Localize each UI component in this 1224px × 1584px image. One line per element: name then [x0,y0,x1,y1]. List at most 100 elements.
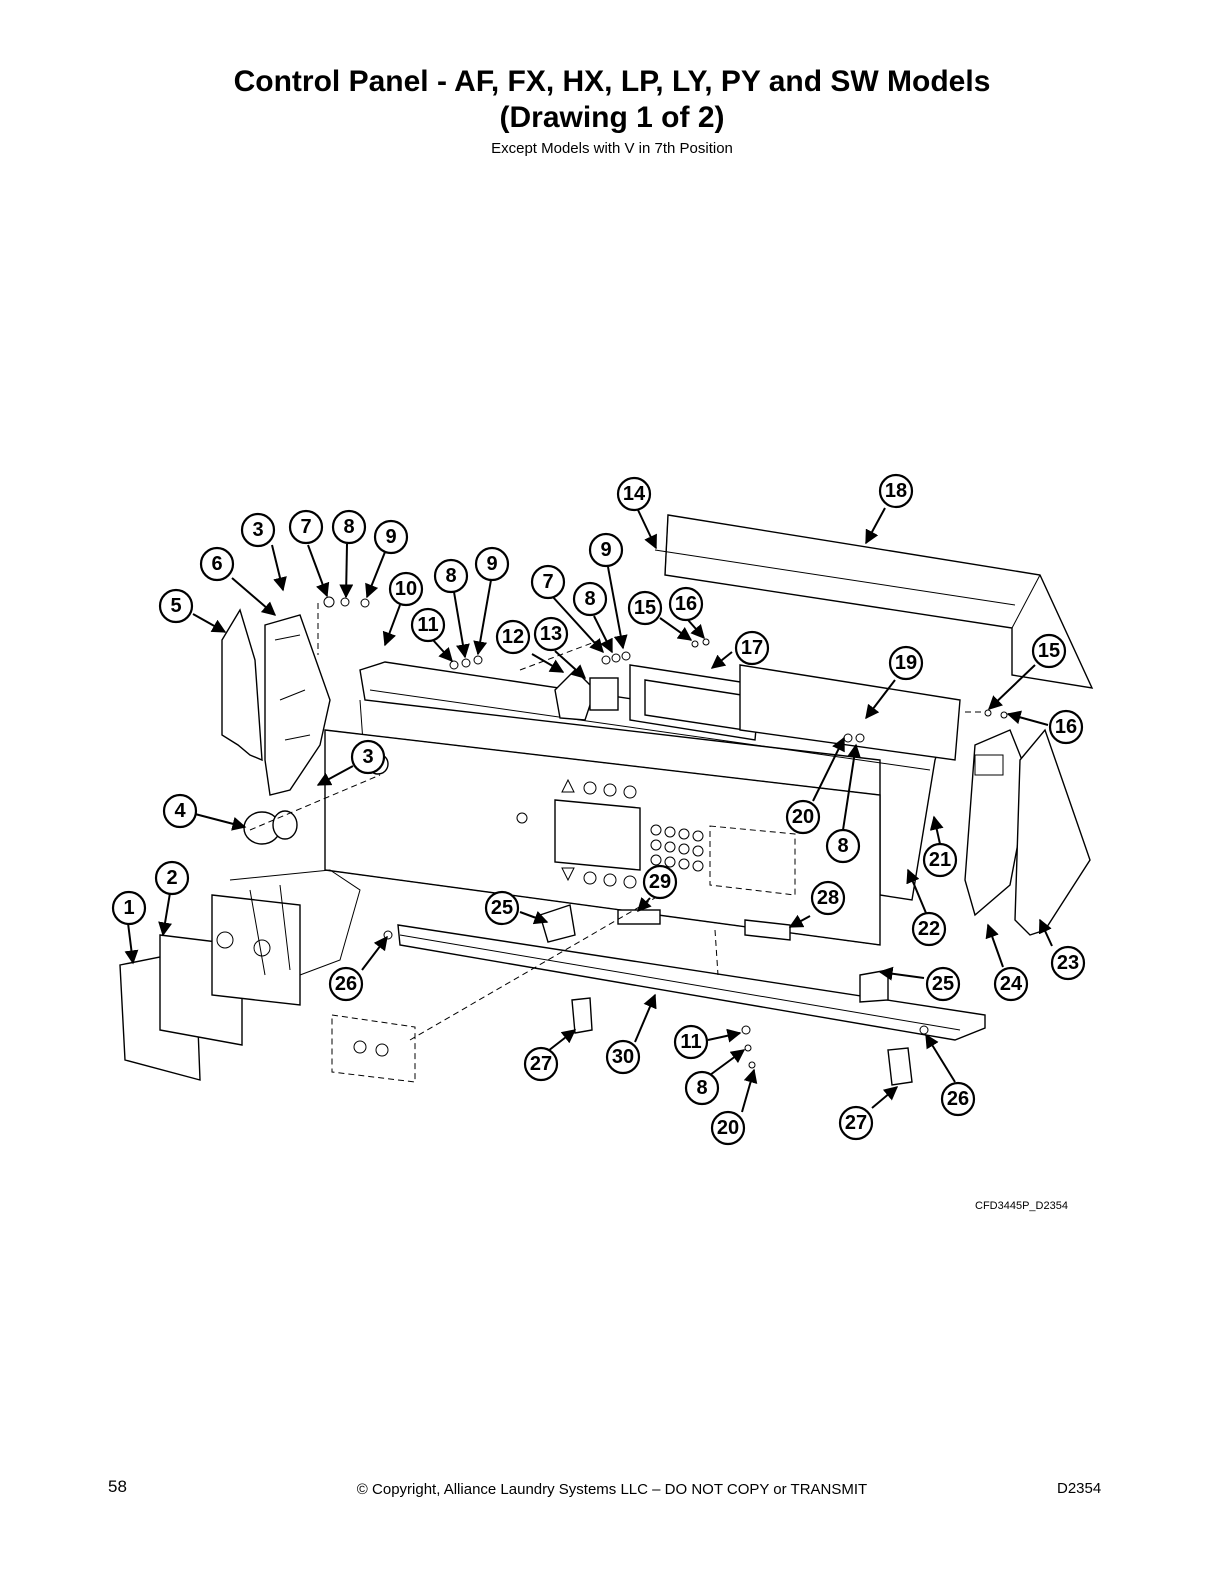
svg-text:25: 25 [932,973,954,995]
callout-13: 13 [533,616,569,652]
svg-text:8: 8 [445,565,456,587]
harness-detail-box [331,1014,416,1083]
svg-text:2: 2 [166,867,177,889]
svg-text:27: 27 [845,1112,867,1134]
callout-3: 3 [350,739,386,775]
svg-text:3: 3 [252,519,263,541]
svg-text:25: 25 [491,897,513,919]
svg-text:8: 8 [696,1077,707,1099]
svg-text:30: 30 [612,1046,634,1068]
svg-text:17: 17 [741,637,763,659]
callout-10: 10 [388,571,424,607]
callout-17: 17 [734,630,770,666]
svg-text:16: 16 [1055,716,1077,738]
callout-28: 28 [810,880,846,916]
callout-23: 23 [1050,945,1086,981]
control-buttons [516,778,637,889]
callout-20: 20 [710,1110,746,1146]
svg-text:6: 6 [211,553,222,575]
svg-text:16: 16 [675,593,697,615]
svg-text:11: 11 [680,1031,701,1053]
callout-19: 19 [888,645,924,681]
callout-24: 24 [993,966,1029,1002]
callout-1: 1 [111,890,147,926]
svg-text:15: 15 [1038,640,1060,662]
svg-text:12: 12 [502,626,524,648]
callout-12: 12 [495,619,531,655]
svg-text:23: 23 [1057,952,1079,974]
svg-text:9: 9 [600,539,611,561]
svg-text:29: 29 [649,871,671,893]
callout-7: 7 [530,564,566,600]
callout-18: 18 [878,473,914,509]
callout-29: 29 [642,864,678,900]
svg-text:1: 1 [123,897,134,919]
callout-20: 20 [785,799,821,835]
callout-11: 11 [673,1024,709,1060]
svg-text:15: 15 [634,597,656,619]
callout-7: 7 [288,509,324,545]
callout-25: 25 [925,966,961,1002]
callout-15: 15 [1031,633,1067,669]
svg-text:24: 24 [1000,973,1023,995]
drawing-id: CFD3445P_D2354 [975,1200,1068,1212]
callout-8: 8 [331,509,367,545]
svg-text:5: 5 [170,595,181,617]
callout-8: 8 [825,828,861,864]
svg-text:10: 10 [395,578,417,600]
svg-text:7: 7 [300,516,311,538]
page-subtitle-drawing: (Drawing 1 of 2) [499,101,725,134]
svg-text:21: 21 [929,849,951,871]
svg-text:19: 19 [895,652,917,674]
callout-16: 16 [668,586,704,622]
callout-27: 27 [838,1105,874,1141]
svg-text:8: 8 [343,516,354,538]
top-cover-part [654,514,1094,689]
electronics-assembly-part [119,869,361,1081]
copyright-notice: © Copyright, Alliance Laundry Systems LL… [356,1481,868,1498]
callout-22: 22 [911,911,947,947]
callout-9: 9 [588,532,624,568]
callout-9: 9 [474,546,510,582]
svg-text:26: 26 [335,973,357,995]
right-end-cap-part [964,728,1091,936]
svg-text:28: 28 [817,887,839,909]
svg-text:8: 8 [837,835,848,857]
callout-14: 14 [616,476,652,512]
left-end-cap-part [221,608,331,796]
svg-text:14: 14 [623,483,646,505]
rear-frame-part [359,661,961,901]
callout-9: 9 [373,519,409,555]
callout-4: 4 [162,793,198,829]
callout-3: 3 [240,512,276,548]
callout-16: 16 [1048,709,1084,745]
page-title: Control Panel - AF, FX, HX, LP, LY, PY a… [233,65,991,98]
svg-text:9: 9 [486,553,497,575]
callouts: 1 2 3 3 4 5 6 7 8 9 10 11 8 9 12 13 7 8 … [111,473,1086,1146]
svg-text:20: 20 [792,806,814,828]
callout-15: 15 [627,590,663,626]
page-number: 58 [108,1477,127,1496]
svg-text:8: 8 [584,588,595,610]
svg-text:22: 22 [918,918,940,940]
callout-27: 27 [523,1046,559,1082]
leader-lines [124,507,1053,1113]
hardware-parts [323,596,1008,1069]
callout-30: 30 [605,1039,641,1075]
callout-26: 26 [940,1081,976,1117]
svg-text:13: 13 [540,623,562,645]
front-panel-part [324,729,881,946]
svg-text:27: 27 [530,1053,552,1075]
svg-text:11: 11 [417,614,438,636]
svg-text:18: 18 [885,480,907,502]
callout-5: 5 [158,588,194,624]
callout-8: 8 [684,1070,720,1106]
keypad [650,824,704,872]
bottom-trim-part [397,904,986,1041]
svg-text:4: 4 [174,800,186,822]
callout-25: 25 [484,890,520,926]
page-note: Except Models with V in 7th Position [491,140,733,157]
callout-6: 6 [199,546,235,582]
svg-text:20: 20 [717,1117,739,1139]
